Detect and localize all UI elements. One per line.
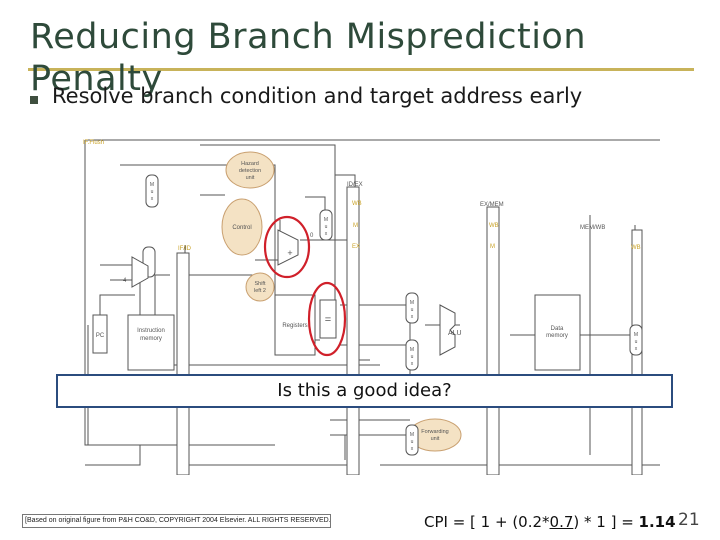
mux1-u: u	[151, 189, 154, 195]
figure-credit: [Based on original figure from P&H CO&D,…	[22, 514, 331, 528]
ex-mem-label: EX/MEM	[480, 202, 504, 208]
cpi-misprediction-rate: 0.7	[549, 513, 574, 531]
hazard-label-3: unit	[246, 175, 255, 181]
mux1-x: x	[151, 196, 154, 202]
wb-label-memwb: WB	[631, 245, 641, 251]
if-flush-label: IF.Flush	[83, 140, 104, 146]
cpi-result: 1.14	[638, 513, 676, 531]
hazard-label-2: detection	[239, 168, 261, 174]
mux3-x: x	[411, 314, 414, 320]
mem-wb-label: MEM/WB	[580, 225, 605, 231]
wb-label-exmem: WB	[489, 223, 499, 229]
mux3-m: M	[410, 300, 414, 306]
forwarding-label-2: unit	[431, 436, 440, 442]
adder-plus: +	[287, 248, 292, 258]
instr-mem-label-1: Instruction	[137, 328, 165, 334]
cpi-formula: CPI = [ 1 + (0.2*0.7) * 1 ] = 1.14	[424, 513, 676, 531]
data-mem-label-1: Data	[551, 326, 564, 332]
cpi-prefix: CPI = [ 1 + (0.2*	[424, 513, 550, 531]
mux2-m: M	[324, 217, 328, 223]
alu-label: ALU	[448, 330, 462, 337]
bullet-marker	[30, 96, 38, 104]
title-underline	[28, 68, 694, 71]
mux4-x: x	[411, 361, 414, 367]
mux1-m: M	[150, 182, 154, 188]
mux5-m: M	[410, 432, 414, 438]
registers-label: Registers	[282, 323, 307, 329]
wb-label-idex: WB	[352, 201, 362, 207]
shift-label-1: Shift	[254, 281, 265, 287]
forwarding-label-1: Forwarding	[421, 429, 449, 435]
m-label-idex: M	[353, 223, 358, 229]
mux6-x: x	[635, 346, 638, 352]
mux5-x: x	[411, 446, 414, 452]
mux3-u: u	[411, 307, 414, 313]
question-callout: Is this a good idea?	[56, 374, 673, 408]
mux2-u: u	[325, 224, 328, 230]
pc-label: PC	[96, 333, 105, 339]
pipeline-datapath-diagram: IF.Flush IF/ID ID/EX EX/MEM MEM/WB WB M …	[83, 139, 660, 475]
ex-label-idex: EX	[352, 244, 360, 250]
mux2-x: x	[325, 231, 328, 237]
mux4-m: M	[410, 347, 414, 353]
control-label: Control	[232, 225, 251, 231]
slide-title-line-1: Reducing Branch Misprediction	[30, 17, 587, 57]
instr-mem-label-2: memory	[140, 336, 162, 342]
if-id-label: IF/ID	[178, 246, 192, 252]
bullet-text: Resolve branch condition and target addr…	[52, 84, 583, 108]
zero-label: 0	[310, 233, 314, 239]
m-label-exmem: M	[490, 244, 495, 250]
mux4-u: u	[411, 354, 414, 360]
shift-label-2: left 2	[254, 288, 266, 294]
constant-four: 4	[123, 278, 127, 284]
mux6-u: u	[635, 339, 638, 345]
id-ex-label: ID/EX	[347, 182, 363, 188]
equals-sign: =	[325, 314, 331, 326]
mux5-u: u	[411, 439, 414, 445]
hazard-label-1: Hazard	[241, 161, 259, 167]
cpi-suffix: ) * 1 ] =	[573, 513, 639, 531]
data-mem-label-2: memory	[546, 333, 568, 339]
slide-title-line-2: Penalty	[30, 59, 163, 99]
page-number: 21	[678, 510, 700, 530]
mux6-m: M	[634, 332, 638, 338]
